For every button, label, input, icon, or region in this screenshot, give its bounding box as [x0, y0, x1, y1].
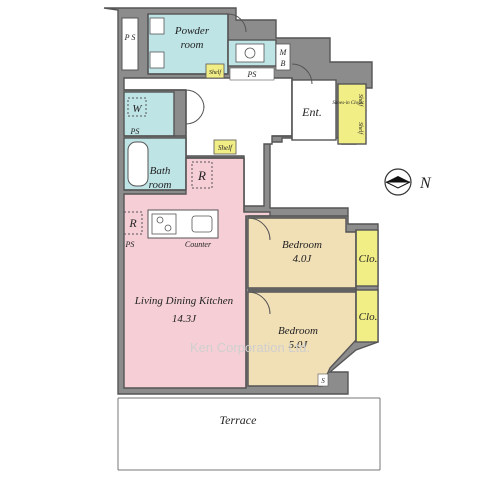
powder-room-label-2: room: [181, 39, 204, 51]
door-swing-bedroom2: [247, 291, 271, 315]
bath-room-label-1: Bath: [150, 165, 171, 177]
s-mark-label: S: [321, 377, 325, 385]
fridge-kitchen-label: R: [128, 216, 137, 230]
bathtub: [127, 141, 149, 187]
washer-label: W: [132, 103, 142, 115]
washer-box: [127, 97, 147, 117]
bedroom1-size: 4.0J: [293, 253, 313, 265]
shelf-ent-2-label: Shelf: [357, 122, 364, 135]
shoes-closet-label: Shoes-in Closet: [332, 101, 364, 106]
wash-sink: [235, 43, 265, 63]
watermark: Ken Corporation Ltd.: [190, 340, 310, 355]
shoes-closet-floor: [337, 83, 367, 145]
stove: [151, 213, 177, 235]
bedroom2-label: Bedroom: [278, 325, 318, 337]
closet1-label: Clo.: [359, 253, 378, 265]
closet2-label: Clo.: [359, 311, 378, 323]
compass-ring: [384, 168, 412, 196]
interior-walls: [124, 14, 357, 388]
kitchen-sink: [191, 215, 213, 233]
meter-box: [275, 43, 291, 71]
terrace-label: Terrace: [220, 413, 258, 427]
burner-2: [164, 224, 172, 232]
fridge-bath-label: R: [197, 168, 206, 183]
mb-b-label: B: [281, 59, 286, 68]
ldk-label: Living Dining Kitchen: [134, 295, 234, 307]
mb-m-label: M: [279, 48, 288, 57]
terrace-railing: [117, 397, 381, 471]
shelf-powder-box: [205, 63, 225, 79]
ps-wash-label: PS: [247, 70, 257, 79]
powder-sink-2: [149, 51, 165, 69]
compass-needle-top: [386, 176, 410, 182]
terrace-floor: [118, 396, 380, 474]
door-swing-powder: [227, 13, 247, 33]
shelf-hall-label: Shelf: [218, 144, 233, 152]
bath-room-label-2: room: [149, 179, 172, 191]
door-swing-bath: [185, 105, 205, 125]
doors: [185, 13, 313, 315]
kitchen-counter: [147, 209, 219, 239]
s-mark-box: [317, 373, 329, 387]
ps-laundry-label: PS: [130, 127, 140, 136]
fixtures: [121, 17, 329, 387]
fridge-kitchen-box: [123, 211, 143, 235]
door-swing-hall: [185, 89, 205, 109]
door-swing-bedroom1: [247, 217, 271, 241]
counter-label: Counter: [185, 240, 212, 249]
shelf-powder-label: Shelf: [209, 69, 222, 76]
powder-room-label-1: Powder: [174, 25, 210, 37]
powder-sink-1: [149, 17, 165, 35]
entrance-floor: [291, 79, 337, 141]
compass-needle-bottom: [385, 181, 411, 189]
entrance-label: Ent.: [301, 105, 322, 119]
door-swing-entrance: [291, 63, 313, 85]
ldk-size: 14.3J: [172, 313, 197, 325]
compass: N: [384, 168, 432, 196]
shelf-ent-1-label: Shelf: [357, 94, 364, 107]
ps-top-box: [121, 17, 139, 71]
wash-sink-bowl: [244, 47, 256, 59]
bedroom2-size: 5.0J: [289, 339, 309, 351]
burner-1: [156, 216, 164, 224]
ps-wash-box: [229, 67, 275, 81]
shelf-hall-box: [213, 139, 237, 155]
bedroom1-label: Bedroom: [282, 239, 322, 251]
fridge-bath-box: [191, 161, 213, 189]
ps-top-label: P S: [124, 33, 136, 42]
ps-kitchen-label: PS: [125, 240, 135, 249]
labels: Powder room Bath room Ent. Living Dining…: [124, 25, 378, 427]
compass-label: N: [419, 175, 432, 192]
